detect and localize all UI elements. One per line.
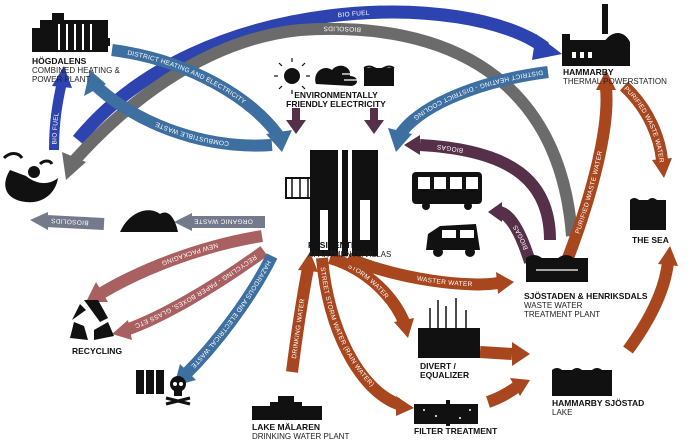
- arrowhead-waster-water: [496, 272, 514, 294]
- hogdalens-sub1: COMBINED HEATING &: [32, 66, 121, 75]
- car-icon: [426, 224, 480, 257]
- filter-title: FILTER TREATMENT: [414, 426, 498, 436]
- bio-fuel-left-label: BIO FUEL: [51, 112, 60, 145]
- bio-fuel-top-label: BIO FUEL: [338, 10, 370, 19]
- water-wave-icon: [363, 65, 395, 86]
- arrowhead-purified-1: [596, 70, 616, 90]
- svg-text:BIOSOLIDS: BIOSOLIDS: [50, 217, 88, 226]
- electricity-arrow-left: [286, 108, 306, 134]
- svg-text:PURIFIED WASTE WATER: PURIFIED WASTE WATER: [574, 150, 604, 235]
- flow-divert-to-lake: [479, 342, 530, 366]
- svg-text:STREET STORM WATER (RAIN WATER: STREET STORM WATER (RAIN WATER): [319, 267, 376, 389]
- skull-crossbones-icon: [165, 376, 191, 406]
- drinking-water-plant-icon: [252, 396, 322, 420]
- arrowhead-bio-fuel-top: [532, 34, 562, 60]
- flow-purified-1: PURIFIED WASTE WATER: [562, 70, 616, 261]
- arrowhead-biogas-lower: [488, 202, 502, 222]
- arrowhead-bio-fuel-left: [52, 66, 72, 88]
- hammarby-lake-sub1: LAKE: [552, 408, 572, 417]
- batteries-icon: [136, 370, 164, 394]
- divert-line2: EQUALIZER: [420, 370, 469, 380]
- arrowhead-biosolids-top: [62, 152, 86, 180]
- arrowhead-biogas-top: [404, 135, 420, 155]
- env-electricity-line1: ENVIRONMENTALLY: [294, 90, 378, 100]
- flow-filter-to-lake: [485, 378, 530, 408]
- sea-wave-icon: [630, 198, 666, 230]
- arrowhead-district-heating-cooling: [388, 128, 412, 152]
- env-electricity-line2: FRIENDLY ELECTRICITY: [286, 99, 386, 109]
- filter-icon: [414, 400, 478, 426]
- biogas-top-label: BIOGAS: [436, 143, 463, 154]
- arrowhead-combustible-waste: [84, 70, 106, 96]
- hogdalens-sub2: POWER PLANT: [32, 75, 90, 84]
- lake-malaren-sub1: DRINKING WATER PLANT: [252, 432, 349, 441]
- flow-sjostaden-to-sea: [623, 246, 678, 354]
- divert-line1: DIVERT /: [420, 361, 457, 371]
- sun-icon: [274, 58, 310, 94]
- arrowhead-purified-2: [652, 158, 672, 178]
- the-sea-title: THE SEA: [632, 235, 669, 245]
- lake-malaren-title: LAKE MÄLAREN: [252, 422, 320, 432]
- arrowhead-new-packaging: [86, 282, 108, 302]
- flow-biosolids-top: BIOSOLIDS: [62, 23, 578, 237]
- flow-bio-fuel-top: BIO FUEL: [72, 5, 562, 145]
- biosolids-top-label: BIOSOLIDS: [323, 25, 361, 33]
- flow-bio-fuel-left: BIO FUEL: [49, 66, 72, 151]
- svg-text:BIO FUEL: BIO FUEL: [338, 10, 371, 19]
- arrowhead-drinking-water: [298, 252, 318, 272]
- arrowhead-district-heating-electricity: [266, 130, 292, 152]
- flow-biogas-top: BIOGAS: [404, 135, 556, 241]
- thermal-powerstation-icon: [562, 4, 630, 66]
- arrowhead-organic-waste: [174, 213, 192, 231]
- flow-waster-water: WASTER WATER: [345, 252, 514, 294]
- hammarby-sub1: THERMAL POWERSTATION: [563, 77, 667, 86]
- flow-purified-2: PURIFIED WASTE WATER: [619, 81, 672, 178]
- power-plant-icon: [32, 13, 110, 52]
- flow-organic-waste: ORGANIC WASTE: [174, 213, 265, 231]
- residential-title: RESIDENTIAL: [308, 240, 365, 250]
- arrowhead-biosolids-left: [30, 212, 48, 230]
- arrowhead-recycling-paper: [112, 320, 132, 340]
- svg-text:BIOSOLIDS: BIOSOLIDS: [323, 25, 362, 33]
- electricity-arrow-right: [364, 108, 384, 134]
- svg-text:NEW PACKAGING: NEW PACKAGING: [160, 241, 218, 266]
- treatment-plant-icon: [526, 255, 588, 282]
- street-storm-water-label: STREET STORM WATER (RAIN WATER): [319, 267, 375, 389]
- residential-building-icon: [285, 150, 378, 256]
- lake-wave-icon: [552, 368, 612, 396]
- recycling-title: RECYCLING: [72, 346, 122, 356]
- bus-icon: [412, 172, 482, 210]
- sjostaden-title: SJÖSTADEN & HENRIKSDALS: [524, 291, 648, 301]
- hogdalens-title: HÖGDALENS: [32, 56, 87, 66]
- sjostaden-sub2: TREATMENT PLANT: [524, 310, 600, 319]
- arrowhead-storm-water: [394, 318, 414, 338]
- flow-biogas-lower: BIOGAS: [488, 202, 536, 264]
- reeds-icon: [418, 298, 480, 358]
- svg-text:BIOGAS: BIOGAS: [436, 143, 464, 154]
- svg-text:ORGANIC WASTE: ORGANIC WASTE: [193, 218, 252, 225]
- svg-text:BIO FUEL: BIO FUEL: [51, 112, 60, 145]
- hammarby-lake-title: HAMMARBY SJÖSTAD: [552, 398, 644, 408]
- wind-icon: [315, 65, 362, 86]
- soil-pile-icon: [120, 210, 178, 232]
- organic-waste-label: ORGANIC WASTE: [193, 218, 252, 225]
- hands-earth-icon: [2, 152, 59, 203]
- biosolids-left-label: BIOSOLIDS: [50, 217, 88, 226]
- residential-sub1: APARTMENTS/VILLAS: [308, 250, 391, 259]
- hammarby-title: HAMMARBY: [563, 67, 614, 77]
- flow-recycling-paper: RECYCLING - PAPER BOXES, GLASS ETC: [112, 246, 268, 340]
- recycling-icon: [70, 300, 114, 340]
- flow-drinking-water: DRINKING WATER: [286, 252, 318, 373]
- new-packaging-label: NEW PACKAGING: [160, 241, 218, 266]
- flow-biosolids-left: BIOSOLIDS: [30, 212, 105, 230]
- sjostaden-sub1: WASTE WATER: [524, 301, 583, 310]
- arrowhead-street-storm-water: [396, 396, 414, 416]
- purified-1-label: PURIFIED WASTE WATER: [574, 150, 603, 235]
